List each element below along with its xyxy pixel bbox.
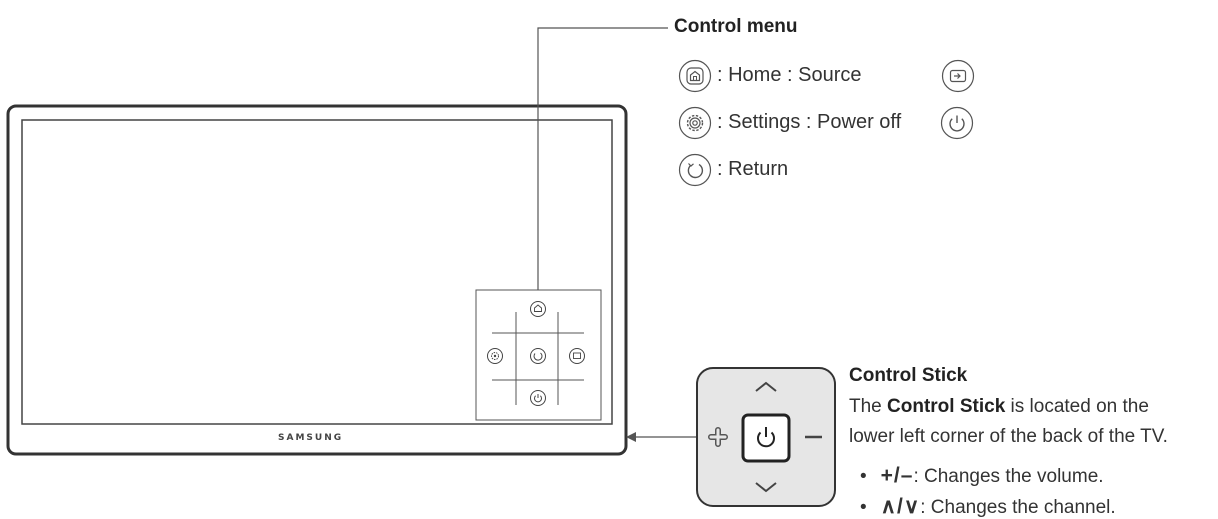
mini-return-icon (530, 348, 546, 364)
stick-arrow-head (626, 432, 636, 442)
control-menu-title: Control menu (674, 16, 798, 37)
control-stick-desc-line1: The Control Stick is located on the (849, 396, 1149, 417)
stick-power-icon (757, 431, 775, 448)
settings-icon (678, 106, 712, 140)
return-icon (678, 153, 712, 187)
mini-source-icon (569, 348, 585, 364)
stick-down-icon (755, 482, 777, 493)
mini-settings-icon (487, 348, 503, 364)
power-icon (940, 106, 974, 140)
control-menu-leader (537, 27, 668, 290)
tv-brand-label: SAMSUNG (278, 433, 344, 443)
bullet-volume: •+/–: Changes the volume. (860, 464, 1104, 487)
home-icon (678, 59, 712, 93)
legend-row-settings-power: : Settings : Power off (717, 111, 902, 133)
source-icon (941, 59, 975, 93)
legend-row-return: : Return (717, 158, 789, 180)
control-stick-bold: Control Stick (887, 396, 1006, 417)
legend-row-home-source: : Home : Source (717, 64, 862, 86)
mini-home-icon (530, 301, 546, 317)
volume-symbols: +/– (880, 464, 914, 487)
bullet-channel: •∧/∨: Changes the channel. (860, 495, 1116, 518)
channel-symbols: ∧/∨ (880, 495, 921, 518)
control-stick-desc-line2: lower left corner of the back of the TV. (849, 426, 1168, 447)
stick-up-icon (755, 381, 777, 392)
mini-power-icon (530, 390, 546, 406)
stick-power-button (741, 413, 791, 463)
control-stick-title: Control Stick (849, 365, 968, 386)
